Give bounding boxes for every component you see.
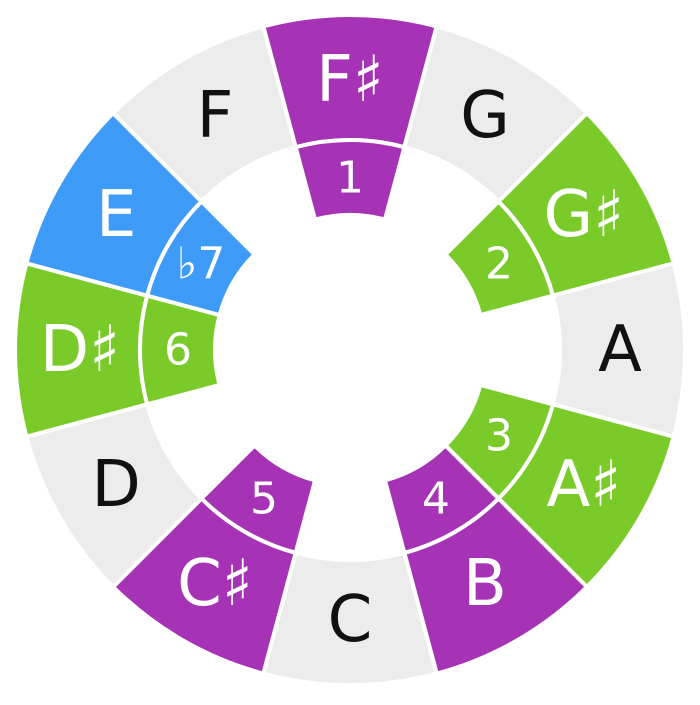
note-label: B <box>463 547 507 621</box>
note-label: G♯ <box>544 178 625 252</box>
note-label: C <box>328 583 373 657</box>
note-label: C♯ <box>177 547 253 621</box>
note-label: F♯ <box>316 43 384 117</box>
degree-label: 4 <box>422 473 450 524</box>
degree-label: ♭7 <box>177 239 226 290</box>
degree-label: 3 <box>485 411 513 462</box>
note-label: E <box>96 178 136 252</box>
degree-label: 2 <box>485 239 513 290</box>
note-label: D <box>92 448 141 522</box>
note-label: D♯ <box>40 313 120 387</box>
degree-label: 6 <box>164 325 192 376</box>
note-label: A <box>598 313 642 387</box>
note-label: G <box>460 79 510 153</box>
degree-label: 5 <box>250 473 278 524</box>
note-segment-f <box>110 23 299 205</box>
note-label: A♯ <box>546 448 621 522</box>
note-label: F <box>197 79 234 153</box>
degree-label: 1 <box>336 153 364 204</box>
